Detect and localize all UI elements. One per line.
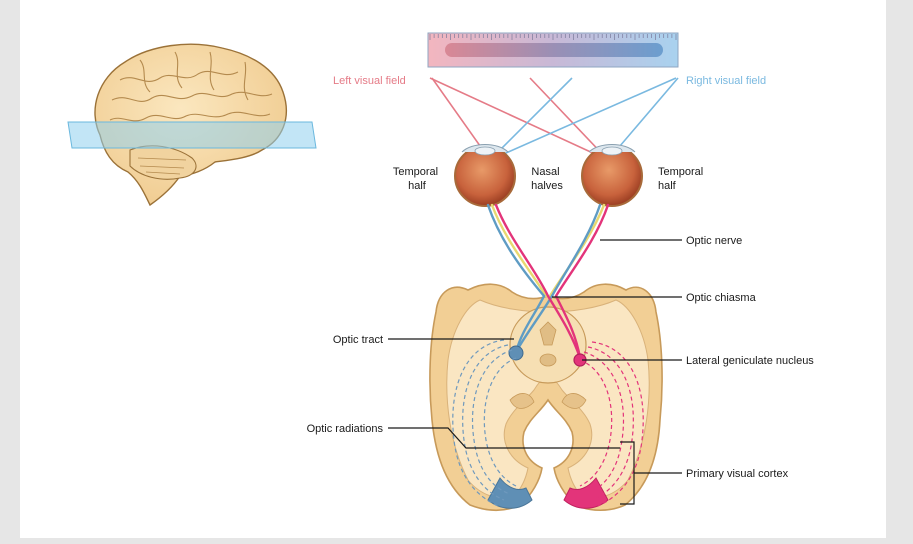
primary-visual-cortex-label: Primary visual cortex (686, 468, 789, 480)
left-lgn (508, 345, 524, 361)
optic-tract-label: Optic tract (333, 334, 383, 346)
optic-radiations (452, 339, 644, 507)
visual-field-bar (427, 32, 679, 68)
brain-cross-section (429, 283, 663, 512)
optic-nerve-label: Optic nerve (686, 235, 742, 247)
brain-thumbnail (67, 43, 317, 207)
left-eye (454, 144, 516, 207)
slice-plane (67, 121, 317, 149)
lateral-geniculate-nucleus-label: Lateral geniculate nucleus (686, 355, 814, 367)
right-eye (581, 144, 643, 207)
temporal-half-right-label: Temporal half (658, 166, 706, 192)
visual-field-rays (429, 77, 679, 161)
temporal-half-left-label: Temporal half (393, 166, 441, 192)
optic-radiations-label: Optic radiations (307, 423, 384, 435)
nasal-halves-label: Nasal halves (531, 166, 563, 192)
callout-lines (388, 239, 682, 505)
left-visual-field-label: Left visual field (333, 75, 406, 87)
optic-chiasma-label: Optic chiasma (686, 292, 757, 304)
optic-pathways (486, 203, 610, 360)
right-visual-field-label: Right visual field (686, 75, 766, 87)
